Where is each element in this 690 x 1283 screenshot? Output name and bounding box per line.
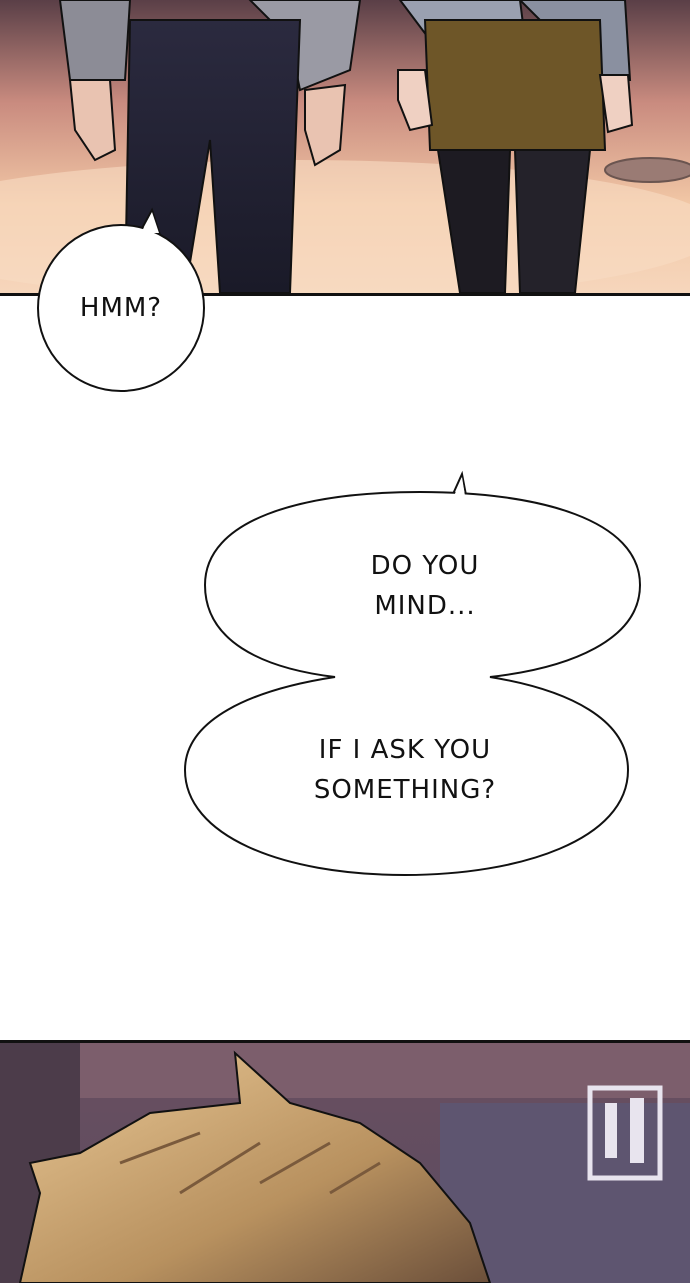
bottom-panel-art — [0, 1043, 690, 1283]
bubble-text-hmm: HMM? — [48, 288, 194, 328]
hand-right — [304, 83, 347, 167]
bubble-text-ask: IF I ASK YOU SOMETHING? — [260, 730, 550, 810]
building-sign — [587, 1085, 663, 1181]
do-you-mind-line2: MIND... — [374, 591, 476, 621]
bubble-text-do-you-mind: DO YOU MIND... — [300, 546, 550, 626]
ask-line2: SOMETHING? — [313, 775, 497, 805]
do-you-mind-line1: DO YOU — [370, 551, 480, 581]
ask-line1: IF I ASK YOU — [318, 735, 492, 765]
manhole — [604, 157, 690, 183]
skirt — [423, 19, 607, 151]
blond-hair — [18, 1050, 492, 1283]
speech-bubble-ask — [183, 470, 642, 877]
hand-left — [68, 79, 117, 162]
top-panel — [0, 0, 690, 296]
hmm-text: HMM? — [79, 293, 163, 323]
bottom-panel — [0, 1040, 690, 1283]
top-panel-art — [0, 0, 690, 293]
